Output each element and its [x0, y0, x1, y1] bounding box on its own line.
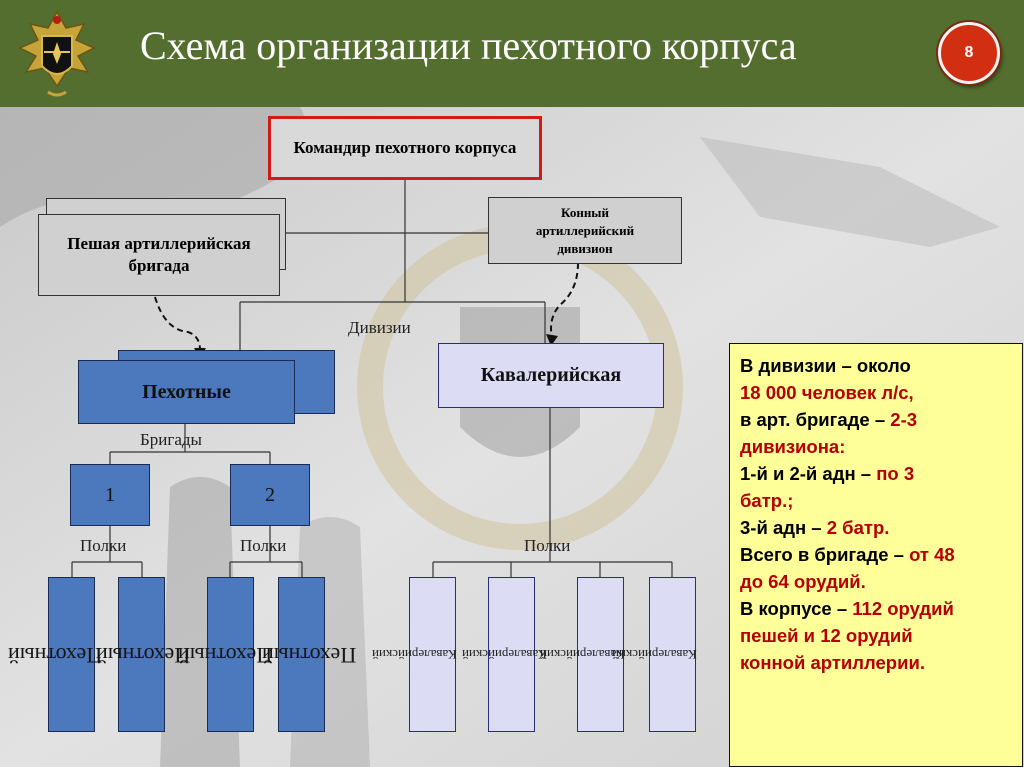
infantry-regiment-text: Пехотный	[262, 643, 357, 668]
slide-number-badge: 8	[938, 22, 1000, 84]
info-segment: 1-й и 2-й адн –	[740, 463, 877, 484]
cavalry-regiment-box	[409, 577, 456, 732]
infantry-regiment-text: Пехотный	[178, 643, 273, 668]
brigade-1-label: 1	[105, 483, 115, 506]
divisions-label: Дивизии	[348, 318, 411, 337]
brigade-2-label: 2	[265, 483, 275, 506]
brigade-1-box: 1	[70, 464, 150, 526]
info-line: в арт. бригаде – 2-3	[740, 406, 1012, 433]
infantry-regiment-box	[48, 577, 95, 732]
info-line: пешей и 12 орудий	[740, 622, 1012, 649]
info-segment: В корпусе –	[740, 598, 853, 619]
info-line: конной артиллерии.	[740, 649, 1012, 676]
military-emblem-icon	[18, 10, 96, 97]
infantry-regiment-box	[118, 577, 165, 732]
info-segment: 18 000 человек л/с,	[740, 382, 914, 403]
info-segment: пешей и 12 орудий	[740, 625, 913, 646]
info-segment: до 64 орудий.	[740, 571, 866, 592]
info-line: В дивизии – около	[740, 352, 1012, 379]
info-line: дивизиона:	[740, 433, 1012, 460]
info-segment: 3-й адн –	[740, 517, 827, 538]
info-lines: В дивизии – около 18 000 человек л/с, в ар…	[740, 352, 1012, 676]
info-segment: конной артиллерии.	[740, 652, 925, 673]
brigades-label: Бригады	[140, 430, 202, 449]
cavalry-regiment-text: Кавалерийский	[612, 647, 697, 662]
info-segment: батр.;	[740, 490, 794, 511]
info-line: 1-й и 2-й адн – по 3	[740, 460, 1012, 487]
horse-artillery-box: Конный артиллерийский дивизион	[488, 197, 682, 264]
page-title: Схема организации пехотного корпуса	[140, 23, 797, 68]
infantry-division-label: Пехотные	[142, 380, 231, 403]
infantry-regiment-box	[278, 577, 325, 732]
info-segment: в арт. бригаде –	[740, 409, 891, 430]
info-segment: от 48	[909, 544, 955, 565]
cavalry-regiment-box	[488, 577, 535, 732]
commander-label: Командир пехотного корпуса	[293, 138, 517, 157]
info-segment: Всего в бригаде –	[740, 544, 910, 565]
regiments-label-infantry-2: Полки	[240, 536, 287, 555]
infantry-regiment-box	[207, 577, 254, 732]
foot-artillery-box: Пешая артиллерийская бригада	[38, 214, 280, 296]
info-line: Всего в бригаде – от 48	[740, 541, 1012, 568]
brigade-2-box: 2	[230, 464, 310, 526]
horse-artillery-label: Конный артиллерийский дивизион	[535, 204, 635, 256]
infantry-regiment-text: Пехотный	[8, 643, 103, 668]
cavalry-regiment-text: Кавалерийский	[462, 647, 547, 662]
commander-box: Командир пехотного корпуса	[268, 116, 542, 180]
info-segment: дивизиона:	[740, 436, 846, 457]
info-line: батр.;	[740, 487, 1012, 514]
cavalry-division-box: Кавалерийская	[438, 343, 664, 408]
cavalry-division-label: Кавалерийская	[480, 364, 622, 386]
info-segment: В дивизии – около	[740, 355, 911, 376]
header-bar: Схема организации пехотного корпуса 8	[0, 0, 1024, 107]
info-line: до 64 орудий.	[740, 568, 1012, 595]
info-line: В корпусе – 112 орудий	[740, 595, 1012, 622]
info-line: 18 000 человек л/с,	[740, 379, 1012, 406]
info-panel: В дивизии – около 18 000 человек л/с, в ар…	[729, 343, 1023, 767]
info-segment: 2 батр.	[826, 517, 890, 538]
cavalry-regiment-box	[577, 577, 624, 732]
cavalry-regiment-box	[649, 577, 696, 732]
info-segment: 2-3	[890, 409, 918, 430]
infantry-regiment-text: Пехотный	[96, 643, 191, 668]
foot-artillery-label: Пешая артиллерийская бригада	[67, 234, 251, 275]
infantry-division-box: Пехотные	[78, 360, 295, 424]
regiments-label-cavalry: Полки	[524, 536, 571, 555]
cavalry-regiment-text: Кавалерийский	[372, 647, 457, 662]
info-segment: 112 орудий	[852, 598, 954, 619]
regiments-label-infantry-1: Полки	[80, 536, 127, 555]
info-segment: по 3	[876, 463, 915, 484]
info-line: 3-й адн – 2 батр.	[740, 514, 1012, 541]
